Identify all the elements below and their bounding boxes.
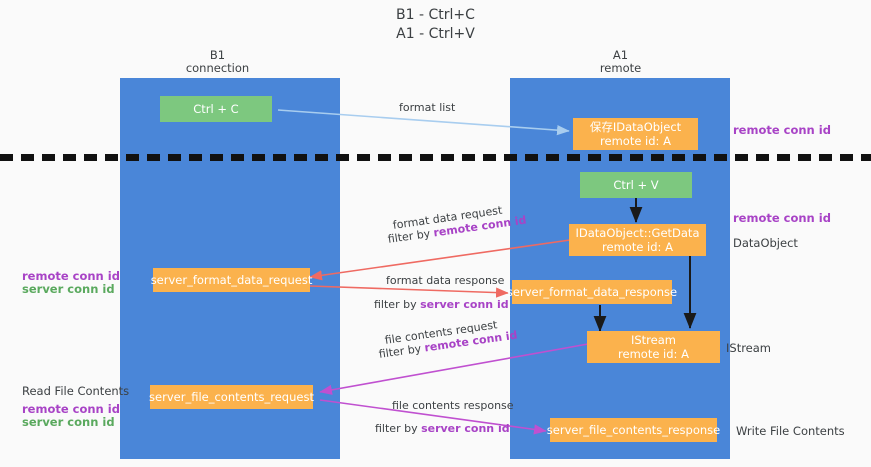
node-ctrl-v[interactable]: Ctrl + V: [580, 172, 692, 198]
title-line-1: B1 - Ctrl+C: [396, 7, 475, 23]
annotation-right-dataobject: DataObject: [733, 236, 798, 250]
lane-header-a1-sub: remote: [599, 61, 642, 75]
node-getdata-sub: remote id: A: [602, 240, 673, 254]
lane-header-a1-name: A1: [612, 48, 629, 62]
node-istream[interactable]: IStream remote id: A: [587, 331, 720, 363]
node-server-format-data-response[interactable]: server_format_data_response: [507, 280, 677, 304]
node-ctrl-v-label: Ctrl + V: [613, 178, 659, 192]
node-istream-sub: remote id: A: [618, 347, 689, 361]
filter-prefix: filter by: [375, 422, 422, 435]
lane-header-a1: A1 remote: [553, 49, 688, 75]
edge-label-file-contents-response: file contents response: [392, 399, 514, 412]
node-server-file-contents-request-label: server_file_contents_request: [149, 390, 314, 404]
edge-label-format-data-response: format data response: [386, 274, 505, 287]
node-ctrl-c[interactable]: Ctrl + C: [160, 96, 272, 122]
annotation-left2-remote-conn-id: remote conn id: [22, 402, 120, 416]
annotation-right-istream: IStream: [726, 341, 772, 355]
phase-divider-dashed-line: [0, 154, 871, 161]
node-idataobject-title: 保存IDataObject: [589, 120, 682, 134]
node-getdata-title: IDataObject::GetData: [575, 226, 700, 240]
node-server-format-data-request-label: server_format_data_request: [150, 273, 313, 287]
annotation-right-write-file-contents: Write File Contents: [736, 424, 845, 438]
node-server-format-data-response-label: server_format_data_response: [506, 285, 678, 299]
edge-label-format-list: format list: [399, 101, 456, 114]
node-ctrl-c-label: Ctrl + C: [193, 102, 239, 116]
filter-key-server-conn-id: server conn id: [421, 422, 510, 435]
node-istream-title: IStream: [630, 333, 676, 347]
lane-header-b1-sub: connection: [185, 61, 250, 75]
node-idataobject-getdata[interactable]: IDataObject::GetData remote id: A: [569, 224, 706, 256]
annotation-left-server-conn-id: server conn id: [22, 282, 115, 296]
lane-header-b1-name: B1: [209, 48, 226, 62]
edge-label-format-data-response-filter: filter by server conn id: [374, 298, 509, 312]
title-line-2: A1 - Ctrl+V: [396, 26, 475, 42]
annotation-left2-server-conn-id: server conn id: [22, 415, 115, 429]
edge-label-file-contents-response-filter: filter by server conn id: [375, 422, 510, 436]
annotation-read-file-contents: Read File Contents: [22, 384, 130, 398]
lane-header-b1: B1 connection: [150, 49, 285, 75]
node-server-format-data-request[interactable]: server_format_data_request: [150, 268, 313, 292]
node-server-file-contents-response-label: server_file_contents_response: [546, 423, 721, 437]
annotation-right-remote-conn-id-top: remote conn id: [733, 123, 831, 137]
node-idataobject-sub: remote id: A: [600, 134, 671, 148]
node-idataobject[interactable]: 保存IDataObject remote id: A: [573, 118, 698, 150]
filter-key-server-conn-id: server conn id: [420, 298, 509, 311]
node-server-file-contents-response[interactable]: server_file_contents_response: [546, 418, 721, 442]
annotation-right-remote-conn-id-mid: remote conn id: [733, 211, 831, 225]
filter-prefix: filter by: [374, 298, 421, 311]
annotation-left-remote-conn-id: remote conn id: [22, 269, 120, 283]
diagram-title: B1 - Ctrl+C A1 - Ctrl+V: [0, 6, 871, 44]
node-server-file-contents-request[interactable]: server_file_contents_request: [149, 385, 314, 409]
